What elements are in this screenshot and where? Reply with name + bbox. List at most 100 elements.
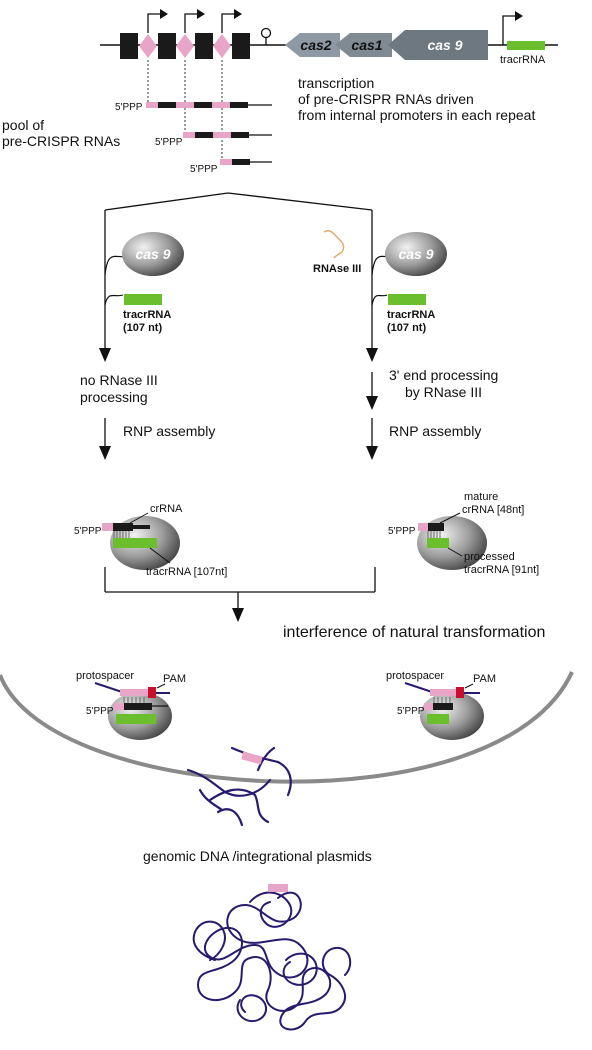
cas9-gene-arrow: [388, 30, 488, 60]
processed-tracr-label: tracrRNA [91nt]: [464, 564, 539, 576]
tracr-in-complex: [113, 538, 157, 548]
tracr-in-complex: [427, 538, 449, 548]
spacer-block: [232, 33, 250, 59]
protospacer-label: protospacer: [76, 670, 134, 682]
tracr-rna-bar: [124, 294, 162, 305]
connector: [104, 294, 124, 306]
left-pathway: cas 9 tracrRNA (107 nt) no RNase III pro…: [74, 232, 227, 578]
crRNA-leader: [439, 512, 461, 524]
five-prime-label: 5'PPP: [115, 102, 143, 113]
arrowhead: [366, 396, 378, 410]
cas2-label: cas2: [300, 37, 331, 53]
promoter-guide-lines: [147, 60, 223, 160]
crRNA-leader: [129, 512, 149, 524]
cas9-gene-label: cas 9: [427, 37, 462, 53]
processed-label: processed: [464, 551, 515, 563]
crRNA-spacer: [124, 703, 152, 710]
pam-box: [148, 687, 156, 698]
left-interference-complex: protospacer PAM 5'PPP: [76, 670, 186, 740]
blank-panel: [50, 1003, 215, 1050]
pam-box: [456, 687, 464, 698]
no-rnase-label-2: processing: [80, 389, 148, 405]
pathway-merge-bracket: [104, 567, 376, 610]
pre-crRNA-transcript: 5'PPP: [190, 159, 272, 175]
tracr-length-label: tracrRNA [107nt]: [146, 566, 227, 578]
tracr-rna-length: (107 nt): [123, 322, 162, 334]
pam-label: PAM: [163, 673, 186, 685]
connector: [371, 294, 388, 306]
protospacer-fragment: [241, 751, 263, 765]
rnp-assembly-label: RNP assembly: [123, 423, 215, 439]
mature-label: mature: [464, 491, 498, 503]
arrowhead: [99, 348, 111, 362]
promoter-arrow-icon: [147, 13, 160, 33]
tracr-rna-bar: [388, 294, 426, 305]
right-pathway: RNAse III cas 9 tracrRNA (107 nt) 3' end…: [313, 229, 539, 576]
pre-crRNA-transcript: 5'PPP: [155, 132, 272, 148]
protospacer-pink: [120, 689, 148, 696]
tracr-gene-box: [507, 41, 545, 50]
cell-membrane: [0, 671, 574, 784]
pool-label-line-1: pool of: [2, 117, 44, 133]
five-prime-label: 5'PPP: [388, 526, 416, 537]
five-prime-label: 5'PPP: [86, 706, 114, 717]
tracr-leader: [149, 547, 171, 564]
transcription-line-1: transcription: [298, 75, 374, 91]
rnase-iii-label: RNAse III: [313, 263, 361, 275]
repeat-diamond: [139, 34, 157, 58]
right-interference-complex: protospacer PAM 5'PPP: [386, 670, 496, 740]
tracr-in-complex: [427, 714, 449, 724]
rnp-assembly-label: RNP assembly: [389, 423, 481, 439]
promoter-arrowhead: [234, 9, 242, 19]
crRNA-spacer: [433, 703, 453, 710]
promoter-arrow-icon: [502, 15, 515, 45]
repeat-diamond: [213, 34, 231, 58]
crRNA-repeat: [418, 523, 428, 531]
transcription-note: transcription of pre-CRISPR RNAs driven …: [298, 75, 535, 123]
crRNA-repeat: [102, 523, 113, 531]
crRNA-spacer: [113, 523, 133, 531]
five-prime-label: 5'PPP: [74, 526, 102, 537]
cas9-protein-label: cas 9: [135, 246, 170, 262]
protospacer-pink: [430, 689, 456, 696]
promoter-arrowhead: [160, 9, 168, 19]
pool-label-line-2: pre-CRISPR RNAs: [2, 133, 120, 149]
repeat-diamond: [176, 34, 194, 58]
transcription-line-3: from internal promoters in each repeat: [298, 107, 535, 123]
arrowhead: [99, 446, 111, 460]
cas2-gene-arrow: [285, 33, 340, 57]
five-prime-label: 5'PPP: [397, 706, 425, 717]
processing-label-1: 3' end processing: [389, 367, 498, 383]
promoter-arrow-icon: [221, 13, 234, 33]
spacer-block: [158, 33, 176, 59]
mature-crRNA-label: crRNA [48nt]: [462, 504, 524, 516]
crRNA-repeat: [424, 703, 433, 710]
rnase-iii-squiggle-icon: [323, 229, 345, 259]
tracr-gene-label: tracrRNA: [500, 54, 546, 66]
cas9-protein: [385, 232, 447, 276]
promoter-arrowhead: [197, 9, 205, 19]
crRNA-tail: [133, 525, 150, 529]
cas9-protein: [122, 232, 184, 276]
arrowhead: [366, 348, 378, 362]
pam-label: PAM: [473, 673, 496, 685]
five-prime-label: 5'PPP: [190, 164, 218, 175]
cas9-protein-label: cas 9: [398, 246, 433, 262]
crRNA-repeat: [114, 703, 124, 710]
spacer-block: [120, 33, 138, 59]
tracr-rna-label: tracrRNA: [123, 309, 171, 321]
tracr-in-complex: [116, 714, 156, 724]
arrowhead: [366, 446, 378, 460]
protospacer-in-genome: [268, 884, 288, 892]
arrowhead: [232, 608, 244, 622]
crispr-locus: cas2 cas1 cas 9 tracrRNA: [100, 9, 558, 66]
processing-label-2: by RNase III: [405, 384, 482, 400]
spacer-block: [195, 33, 213, 59]
tracr-leader: [447, 547, 463, 557]
five-prime-label: 5'PPP: [155, 137, 183, 148]
genomic-dna-tangle: [192, 891, 352, 1031]
tracr-rna-length: (107 nt): [387, 322, 426, 334]
cas1-label: cas1: [351, 37, 382, 53]
crRNA-spacer: [428, 523, 444, 531]
pathway-split-bracket: [104, 192, 373, 350]
